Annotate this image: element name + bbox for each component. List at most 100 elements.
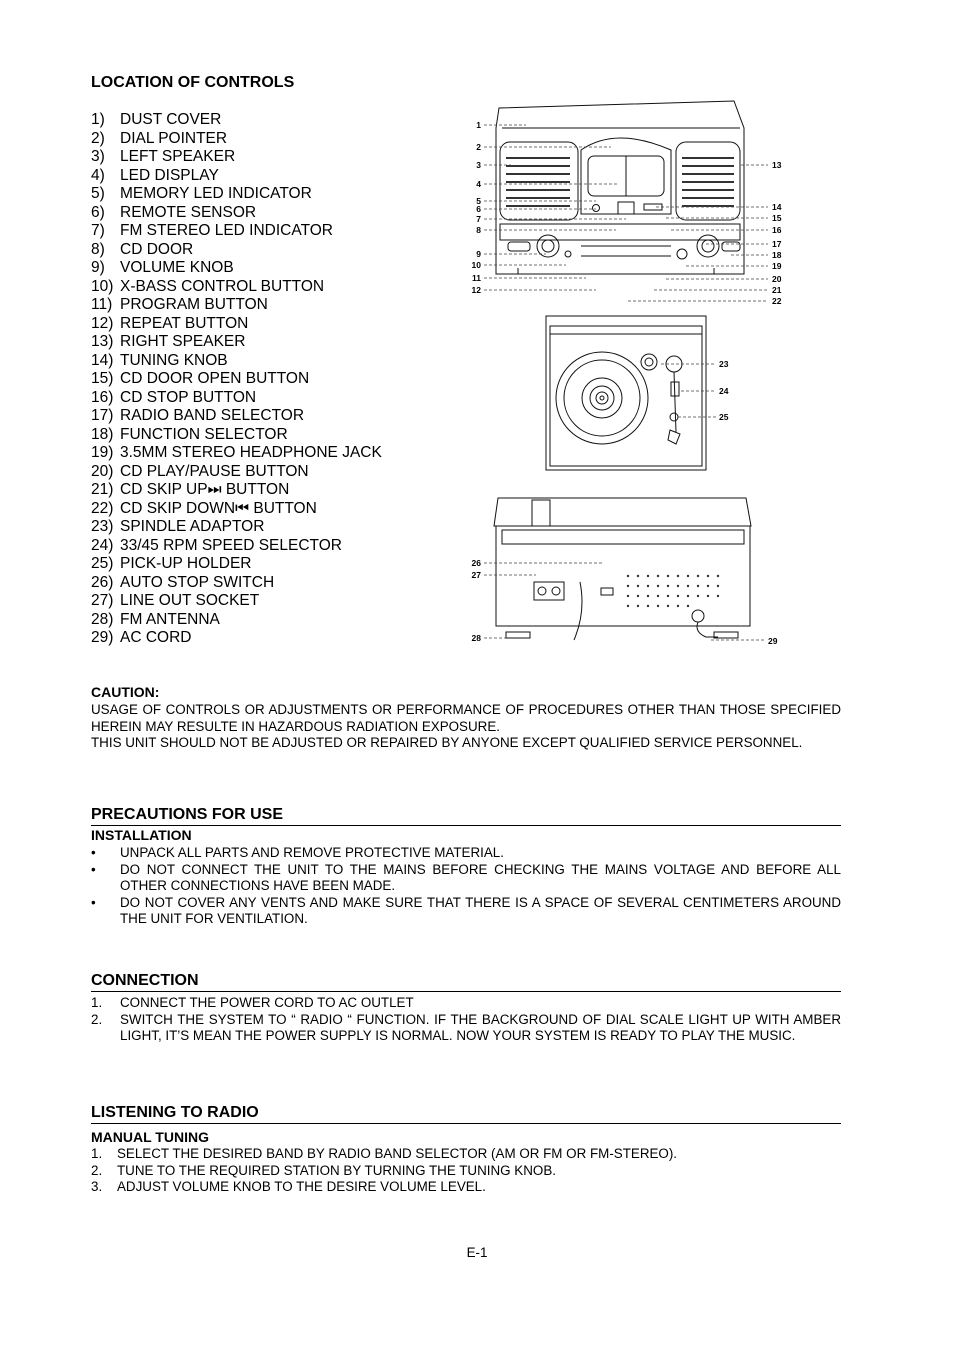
control-item: 12)REPEAT BUTTON (91, 315, 461, 334)
callout-label: 14 (772, 202, 782, 212)
control-number: 2) (91, 129, 105, 147)
control-name: CD DOOR OPEN BUTTON (120, 370, 310, 387)
control-number: 18) (91, 425, 114, 443)
control-item: 17)RADIO BAND SELECTOR (91, 407, 461, 426)
list-number: 3. (91, 1179, 103, 1194)
control-name: SPINDLE ADAPTOR (120, 518, 265, 535)
control-name: FM ANTENNA (120, 610, 220, 628)
control-name: CD DOOR (120, 240, 194, 258)
control-number: 28) (91, 610, 114, 628)
control-name: VOLUME KNOB (120, 259, 234, 276)
control-number: 14) (91, 351, 114, 369)
list-item: •DO NOT CONNECT THE UNIT TO THE MAINS BE… (91, 862, 841, 895)
control-name: X-BASS CONTROL BUTTON (120, 277, 325, 295)
callout-label: 21 (772, 285, 782, 295)
control-name: FM STEREO LED INDICATOR (120, 222, 334, 239)
control-item: 9)VOLUME KNOB (91, 259, 461, 278)
callout-label: 29 (768, 636, 778, 646)
control-number: 8) (91, 240, 105, 258)
control-name: AC CORD (120, 629, 192, 646)
list-item: 1. CONNECT THE POWER CORD TO AC OUTLET (91, 995, 841, 1012)
control-item: 3)LEFT SPEAKER (91, 148, 461, 167)
control-item: 13)RIGHT SPEAKER (91, 333, 461, 352)
callout-label: 19 (772, 261, 782, 271)
section-divider (91, 1123, 841, 1124)
section-title-precautions: PRECAUTIONS FOR USE (91, 806, 284, 823)
section-title-radio: LISTENING TO RADIO (91, 1104, 259, 1121)
section-title-location: LOCATION OF CONTROLS (91, 74, 295, 91)
control-number: 25) (91, 555, 114, 572)
control-name: REMOTE SENSOR (120, 203, 257, 221)
list-item-text: UNPACK ALL PARTS AND REMOVE PROTECTIVE M… (120, 845, 504, 860)
callout-label: 8 (476, 225, 481, 235)
control-number: 3) (91, 148, 105, 165)
callout-label: 17 (772, 239, 782, 249)
bullet-marker: • (91, 861, 96, 877)
control-item: 19) 3.5MM STEREO HEADPHONE JACK (91, 444, 461, 463)
control-name: CD STOP BUTTON (120, 388, 257, 406)
control-name: DIAL POINTER (120, 129, 228, 147)
list-item: 3. ADJUST VOLUME KNOB TO THE DESIRE VOLUM… (91, 1179, 841, 1196)
callout-label: 23 (719, 359, 729, 369)
caution-title: CAUTION: (91, 684, 160, 700)
list-item-text: SWITCH THE SYSTEM TO “ RADIO “ FUNCTION.… (120, 1011, 841, 1044)
list-item: 2. SWITCH THE SYSTEM TO “ RADIO “ FUNCTIO… (91, 1012, 841, 1045)
bullet-marker: • (91, 845, 96, 860)
control-number: 16) (91, 388, 114, 406)
list-item-text: SELECT THE DESIRED BAND BY RADIO BAND SE… (117, 1146, 678, 1161)
callout-label: 3 (476, 160, 481, 170)
control-item: 22)CD SKIP DOWN⏮ BUTTON (91, 500, 461, 519)
list-item-text: ADJUST VOLUME KNOB TO THE DESIRE VOLUME … (117, 1179, 486, 1194)
control-item: 23)SPINDLE ADAPTOR (91, 518, 461, 537)
control-item: 14) TUNING KNOB (91, 352, 461, 371)
control-name: 3.5MM STEREO HEADPHONE JACK (120, 444, 382, 461)
list-number: 1. (91, 995, 103, 1010)
callout-label: 18 (772, 250, 782, 260)
subsection-title-manual-tuning: MANUAL TUNING (91, 1129, 209, 1145)
list-item-text: CONNECT THE POWER CORD TO AC OUTLET (120, 995, 414, 1010)
control-name: FUNCTION SELECTOR (120, 425, 288, 443)
list-item: • UNPACK ALL PARTS AND REMOVE PROTECTIVE … (91, 845, 841, 862)
connection-list: 1. CONNECT THE POWER CORD TO AC OUTLET 2.… (91, 995, 841, 1045)
control-number: 5) (91, 185, 105, 202)
control-item: 20) CD PLAY/PAUSE BUTTON (91, 463, 461, 482)
control-number: 27) (91, 592, 114, 609)
control-name: PICK-UP HOLDER (120, 555, 252, 572)
control-number: 19) (91, 444, 114, 461)
control-name: CD PLAY/PAUSE BUTTON (120, 462, 309, 480)
control-item: 4)LED DISPLAY (91, 167, 461, 186)
bullet-marker: • (91, 894, 96, 910)
section-divider (91, 825, 841, 826)
control-item: 21)CD SKIP UP⏭ BUTTON (91, 481, 461, 500)
control-number: 26) (91, 573, 114, 591)
control-item: 7)FM STEREO LED INDICATOR (91, 222, 461, 241)
list-item-text: DO NOT COVER ANY VENTS AND MAKE SURE THA… (120, 894, 841, 927)
control-item: 8) CD DOOR (91, 241, 461, 260)
callout-label: 12 (472, 285, 482, 295)
control-name: LED DISPLAY (120, 166, 219, 184)
list-number: 2. (91, 1011, 103, 1027)
subsection-title-installation: INSTALLATION (91, 827, 192, 843)
manual-tuning-list: 1.SELECT THE DESIRED BAND BY RADIO BAND … (91, 1146, 841, 1196)
section-title-connection: CONNECTION (91, 972, 199, 989)
caution-paragraph-2: THIS UNIT SHOULD NOT BE ADJUSTED OR REPA… (91, 735, 803, 750)
control-item: 24)33/45 RPM SPEED SELECTOR (91, 537, 461, 556)
page-number: E-1 (466, 1245, 488, 1260)
control-number: 13) (91, 333, 114, 350)
list-item-text: TUNE TO THE REQUIRED STATION BY TURNING … (117, 1162, 556, 1178)
control-number: 20) (91, 462, 114, 480)
callout-label: 20 (772, 274, 782, 284)
control-item: 27)LINE OUT SOCKET (91, 592, 461, 611)
list-item: 1.SELECT THE DESIRED BAND BY RADIO BAND … (91, 1146, 841, 1163)
control-item: 28) FM ANTENNA (91, 611, 461, 630)
control-number: 6) (91, 203, 105, 221)
control-name: TUNING KNOB (120, 351, 228, 369)
control-number: 10) (91, 277, 114, 295)
callout-label: 7 (476, 214, 481, 224)
callout-label: 13 (772, 160, 782, 170)
list-item: • DO NOT COVER ANY VENTS AND MAKE SURE TH… (91, 895, 841, 928)
control-name: AUTO STOP SWITCH (120, 573, 275, 591)
